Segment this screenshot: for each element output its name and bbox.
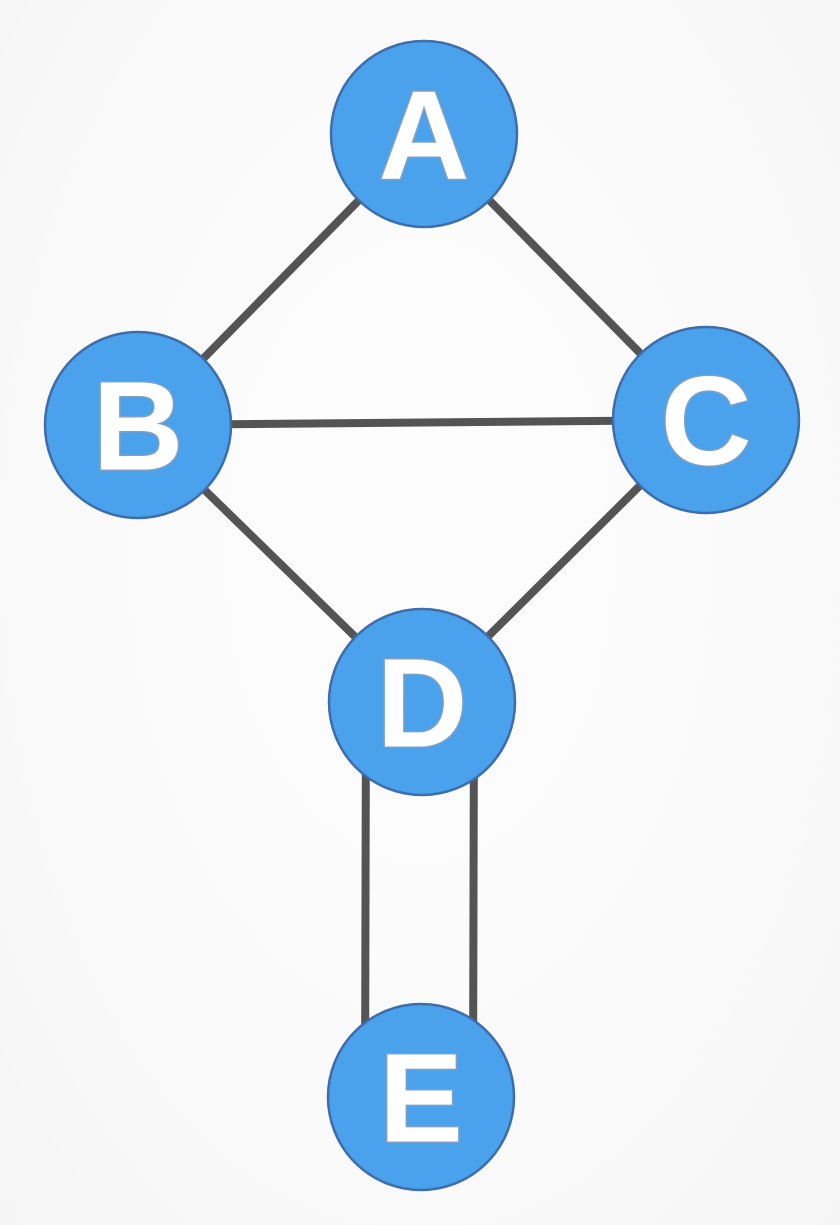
node-label-C: C	[661, 351, 752, 492]
node-D: D	[327, 607, 517, 797]
node-circle-C	[611, 325, 801, 515]
node-circle-A	[329, 39, 519, 229]
node-B: B	[43, 330, 233, 520]
node-C: C	[611, 325, 801, 515]
node-label-E: E	[379, 1028, 463, 1169]
node-circle-B	[43, 330, 233, 520]
edge-B-C	[137, 416, 707, 429]
node-circle-D	[327, 607, 517, 797]
node-E: E	[326, 1002, 516, 1192]
node-label-B: B	[93, 356, 184, 497]
node-circle-E	[326, 1002, 516, 1192]
node-label-A: A	[379, 65, 470, 206]
node-A: A	[329, 39, 519, 229]
node-label-D: D	[377, 633, 468, 774]
